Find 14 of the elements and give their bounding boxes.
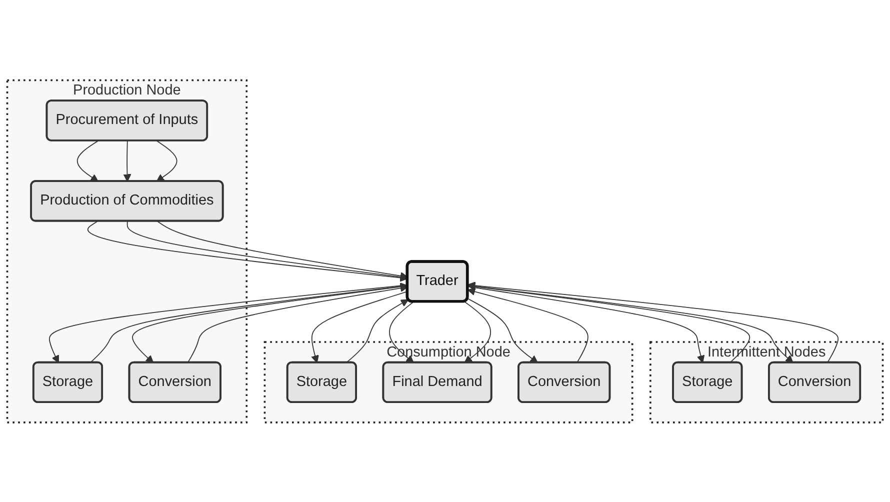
arrow <box>187 284 408 363</box>
arrow <box>132 285 408 363</box>
arrow <box>464 300 492 363</box>
arrow <box>346 298 409 363</box>
arrow <box>467 284 794 363</box>
arrow <box>467 287 588 363</box>
arrow <box>123 140 132 182</box>
arrow <box>156 140 178 182</box>
arrow <box>467 282 750 363</box>
arrow <box>467 286 705 363</box>
arrow <box>389 300 414 363</box>
arrow <box>311 290 408 363</box>
arrow <box>467 298 538 363</box>
arrow <box>76 140 99 182</box>
